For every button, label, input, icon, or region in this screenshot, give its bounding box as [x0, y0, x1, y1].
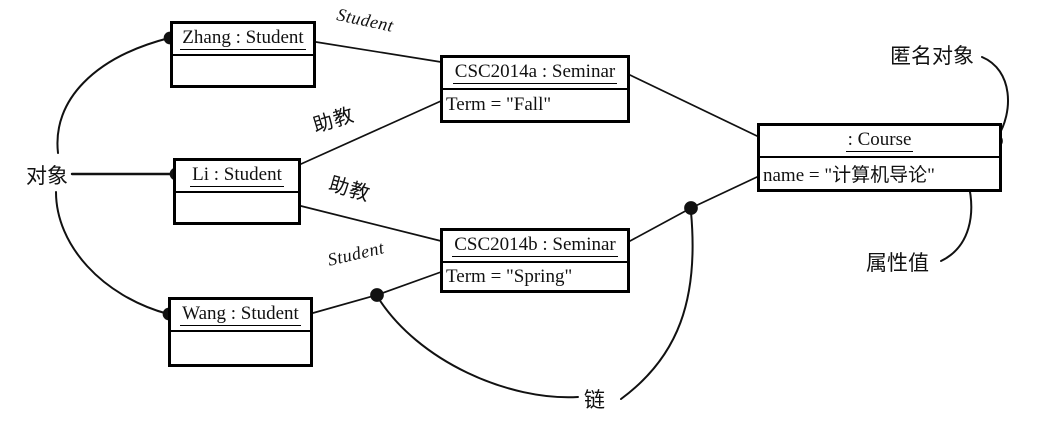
object-box-li-name: Li : Student [190, 164, 284, 188]
object-box-course: : Course name = "计算机导论" [757, 123, 1002, 192]
callout-curve-attribute-value [940, 181, 973, 262]
callout-label-attribute-value: 属性值 [866, 251, 929, 275]
callout-label-link: 链 [584, 388, 605, 412]
object-box-li-title: Li : Student [176, 161, 298, 193]
object-box-seminar-a-title: CSC2014a : Seminar [443, 58, 627, 90]
callout-label-object: 对象 [26, 164, 68, 188]
callout-curve-link-left [376, 295, 579, 399]
callout-curve-object-to-wang [55, 191, 169, 315]
object-box-wang: Wang : Student [168, 297, 313, 367]
callout-curve-object-to-zhang [56, 37, 170, 154]
object-box-seminar-b-title: CSC2014b : Seminar [443, 231, 627, 263]
object-box-course-attrs: name = "计算机导论" [763, 165, 935, 186]
object-box-wang-name: Wang : Student [180, 303, 301, 327]
object-box-zhang: Zhang : Student [170, 21, 316, 88]
object-box-seminar-a: CSC2014a : Seminar Term = "Fall" [440, 55, 630, 123]
object-box-seminar-b: CSC2014b : Seminar Term = "Spring" [440, 228, 630, 293]
object-box-seminar-b-attrs: Term = "Spring" [446, 265, 573, 287]
edge-li-to-seminar-b [300, 205, 442, 242]
object-box-seminar-b-name: CSC2014b : Seminar [452, 234, 618, 258]
object-box-li-attrs [176, 193, 298, 222]
object-box-course-name: : Course [845, 129, 914, 153]
callout-curve-link-right [620, 211, 694, 400]
object-box-seminar-a-name: CSC2014a : Seminar [452, 61, 618, 85]
object-box-zhang-name: Zhang : Student [180, 27, 306, 51]
object-box-li: Li : Student [173, 158, 301, 225]
object-box-wang-attrs [171, 332, 310, 364]
object-box-zhang-attrs [173, 56, 313, 85]
edge-li-to-seminar-a [300, 100, 442, 165]
anchor-dot-link-wang-edge [370, 288, 384, 302]
callout-label-anonymous-object: 匿名对象 [890, 44, 974, 68]
anchor-dot-link-course-edge [684, 201, 698, 215]
object-box-course-title: : Course [760, 126, 999, 158]
object-box-seminar-a-attrs: Term = "Fall" [446, 94, 552, 115]
edge-zhang-to-seminar-a [315, 41, 442, 63]
object-box-zhang-title: Zhang : Student [173, 24, 313, 56]
edge-seminar-a-to-course [629, 74, 758, 137]
object-box-wang-title: Wang : Student [171, 300, 310, 332]
